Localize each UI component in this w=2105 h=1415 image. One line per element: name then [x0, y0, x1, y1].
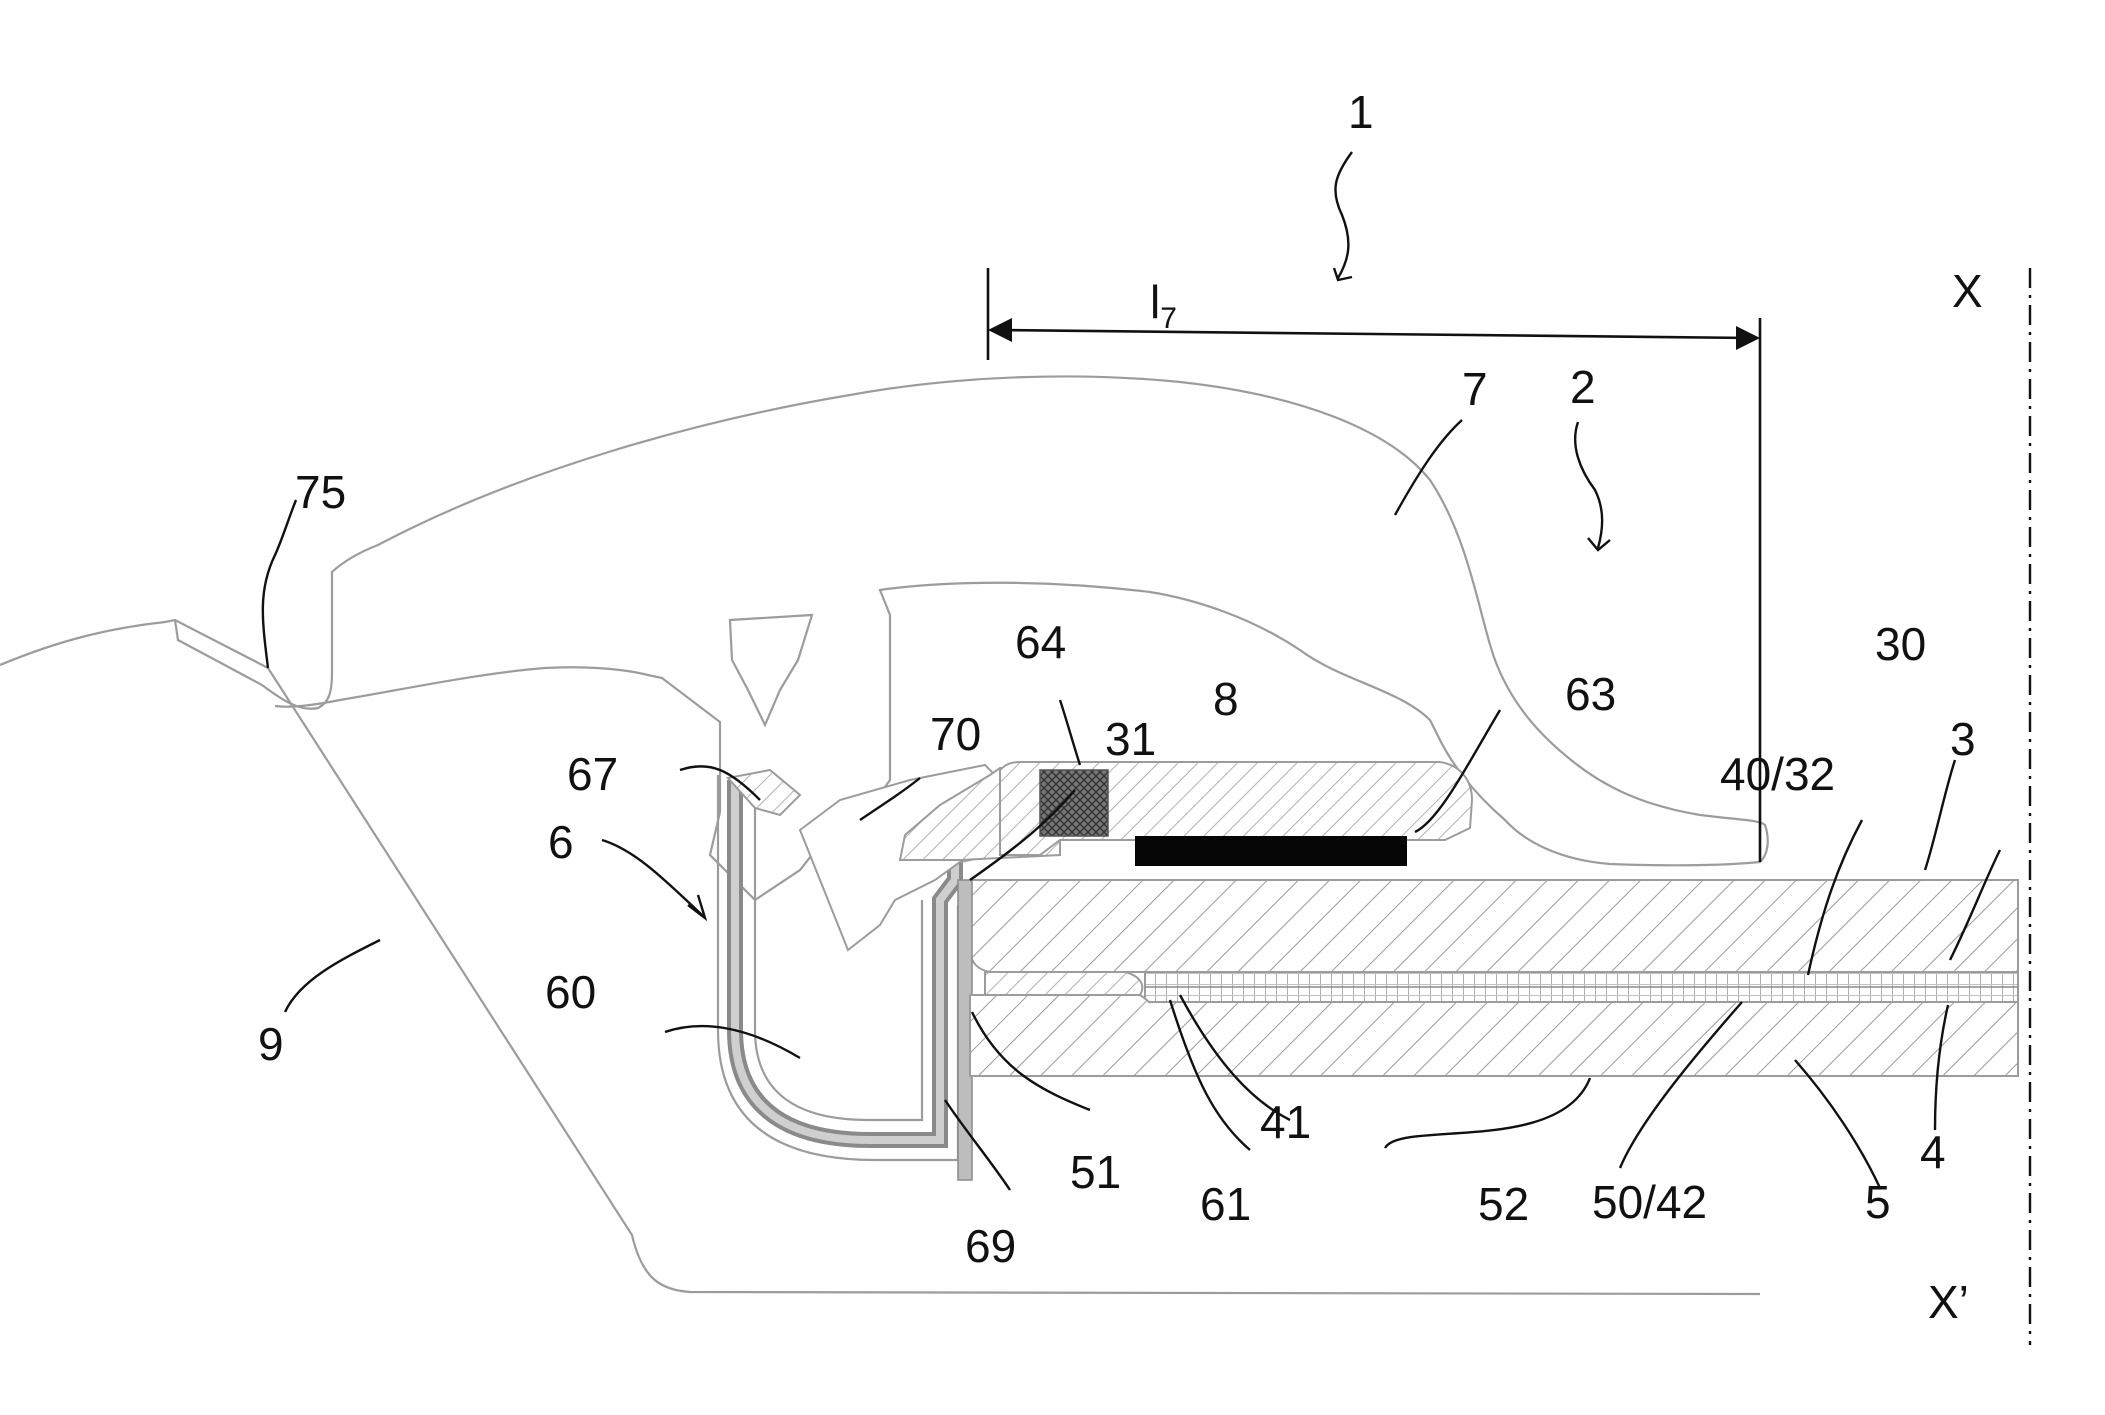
label-41: 41	[1260, 1096, 1311, 1148]
label-6: 6	[548, 816, 574, 868]
label-1: 1	[1348, 86, 1374, 138]
label-5: 5	[1865, 1176, 1891, 1228]
label-63: 63	[1565, 668, 1616, 720]
label-61: 61	[1200, 1178, 1251, 1230]
axis-label-x-prime: X’	[1928, 1276, 1969, 1328]
label-70: 70	[930, 708, 981, 760]
label-40-32: 40/32	[1720, 748, 1835, 800]
label-4: 4	[1920, 1126, 1946, 1178]
label-51: 51	[1070, 1146, 1121, 1198]
label-50-42: 50/42	[1592, 1176, 1707, 1228]
dimension-subscript: 7	[1160, 302, 1177, 335]
label-9: 9	[258, 1018, 284, 1070]
label-75: 75	[295, 466, 346, 518]
label-30: 30	[1875, 618, 1926, 670]
label-60: 60	[545, 966, 596, 1018]
label-7: 7	[1462, 363, 1488, 415]
axis-label-x: X	[1952, 265, 1983, 317]
reference-labels: 1 2 3 4 5 6 7 8 9 30 31 40/32 41 50/42 5…	[258, 86, 1983, 1328]
label-2: 2	[1570, 361, 1596, 413]
block-64	[1040, 770, 1108, 836]
label-31: 31	[1105, 713, 1156, 765]
label-52: 52	[1478, 1178, 1529, 1230]
label-69: 69	[965, 1220, 1016, 1272]
dimension-main: l	[1150, 276, 1160, 328]
label-64: 64	[1015, 616, 1066, 668]
dimension-label: l7	[1150, 276, 1177, 335]
label-8: 8	[1213, 673, 1239, 725]
strip-8	[1135, 836, 1407, 866]
label-67: 67	[567, 748, 618, 800]
layer-5	[970, 995, 2018, 1076]
label-3: 3	[1950, 713, 1976, 765]
